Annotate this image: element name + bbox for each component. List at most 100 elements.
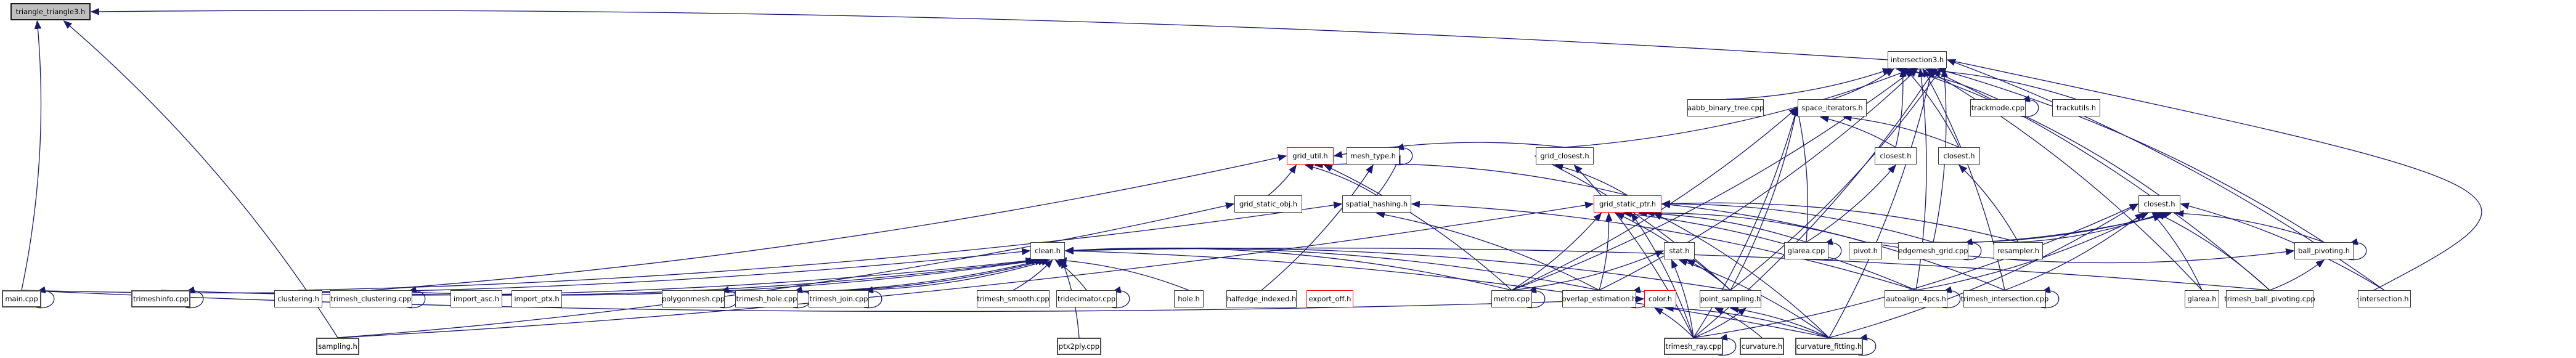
edge bbox=[1832, 68, 1894, 100]
edge bbox=[1925, 68, 2203, 291]
edge bbox=[1564, 68, 1912, 148]
node-trimesh_join[interactable]: trimesh_join.cpp bbox=[809, 290, 869, 307]
edge bbox=[2175, 210, 2325, 243]
node-grid_static_ptr[interactable]: grid_static_ptr.h bbox=[1594, 195, 1661, 213]
node-metro[interactable]: metro.cpp bbox=[1491, 290, 1532, 307]
node-point_sampling[interactable]: point_sampling.h bbox=[1700, 290, 1761, 307]
node-trimesh_smooth[interactable]: trimesh_smooth.cpp bbox=[977, 290, 1050, 307]
edge bbox=[1064, 246, 1512, 291]
node-curvature_fitting[interactable]: curvature_fitting.h bbox=[1795, 338, 1863, 355]
edge bbox=[1806, 164, 1896, 243]
node-ptx2ply[interactable]: ptx2ply.cpp bbox=[1057, 338, 1101, 355]
node-intersection3[interactable]: intersection3.h bbox=[1888, 51, 1947, 68]
edge bbox=[2269, 259, 2325, 291]
node-glarea_cpp[interactable]: glarea.cpp bbox=[1784, 242, 1828, 259]
node-ball_pivoting[interactable]: ball_pivoting.h bbox=[2294, 242, 2354, 259]
node-color[interactable]: color.h bbox=[1644, 290, 1676, 307]
node-autoalign_4pcs[interactable]: autoalign_4pcs.h bbox=[1885, 290, 1947, 307]
node-tridecimator[interactable]: tridecimator.cpp bbox=[1056, 290, 1117, 307]
edge bbox=[1937, 67, 2325, 243]
edge bbox=[1623, 210, 1917, 291]
node-trimesh_ball_pivoting[interactable]: trimesh_ball_pivoting.cpp bbox=[2224, 290, 2315, 307]
node-space_iterators[interactable]: space_iterators.h bbox=[1798, 99, 1867, 116]
edge bbox=[21, 20, 42, 291]
edge bbox=[1511, 212, 1602, 291]
edge bbox=[63, 20, 338, 338]
node-trackmode[interactable]: trackmode.cpp bbox=[1970, 99, 2026, 116]
node-closest_b[interactable]: closest.h bbox=[1938, 147, 1980, 165]
edge bbox=[1828, 203, 2139, 338]
edge bbox=[1915, 68, 1927, 291]
node-stat[interactable]: stat.h bbox=[1664, 242, 1695, 259]
edge bbox=[1394, 143, 1413, 166]
edge bbox=[863, 286, 882, 309]
node-glarea_h[interactable]: glarea.h bbox=[2185, 290, 2219, 307]
node-import_ptx[interactable]: import_ptx.h bbox=[512, 290, 562, 307]
edge bbox=[1857, 333, 1877, 356]
edge bbox=[1725, 68, 1892, 100]
node-resampler[interactable]: resampler.h bbox=[1994, 242, 2043, 259]
node-curvature[interactable]: curvature.h bbox=[1740, 338, 1784, 355]
node-closest_a[interactable]: closest.h bbox=[1875, 147, 1917, 165]
node-polygonmesh[interactable]: polygonmesh.cpp bbox=[662, 290, 725, 307]
edge bbox=[1730, 68, 1942, 291]
edge bbox=[1411, 200, 1917, 291]
node-grid_util[interactable]: grid_util.h bbox=[1287, 147, 1334, 165]
edge bbox=[1686, 259, 1731, 291]
node-halfedge_indexed[interactable]: halfedge_indexed.h bbox=[1226, 290, 1297, 307]
node-export_off[interactable]: export_off.h bbox=[1306, 290, 1353, 307]
node-closest_c[interactable]: closest.h bbox=[2138, 195, 2180, 213]
node-edgemesh_grid[interactable]: edgemesh_grid.cpp bbox=[1898, 242, 1968, 259]
edge bbox=[90, 8, 1888, 60]
edge bbox=[1928, 68, 2270, 291]
node-grid_closest[interactable]: grid_closest.h bbox=[1536, 147, 1594, 165]
edge bbox=[1795, 107, 1809, 243]
edge bbox=[21, 290, 1645, 312]
node-pivot[interactable]: pivot.h bbox=[1849, 242, 1882, 259]
node-clean[interactable]: clean.h bbox=[1030, 242, 1065, 259]
node-sampling[interactable]: sampling.h bbox=[316, 338, 359, 355]
edge bbox=[766, 258, 1047, 291]
edge bbox=[2020, 95, 2039, 118]
node-main[interactable]: main.cpp bbox=[2, 290, 41, 307]
edge bbox=[1904, 68, 1960, 148]
node-trackutils[interactable]: trackutils.h bbox=[2052, 99, 2100, 116]
edge bbox=[1645, 210, 1866, 243]
node-grid_static_obj[interactable]: grid_static_obj.h bbox=[1234, 195, 1302, 213]
edge bbox=[1661, 200, 2019, 243]
edge bbox=[1714, 307, 1763, 338]
edge bbox=[2040, 286, 2060, 309]
node-overlap_estimation[interactable]: overlap_estimation.h bbox=[1562, 290, 1636, 307]
edge bbox=[1730, 107, 1800, 291]
edge bbox=[1323, 165, 1512, 291]
node-trimesh_hole[interactable]: trimesh_hole.cpp bbox=[735, 290, 798, 307]
edge bbox=[337, 202, 1235, 338]
node-spatial_hashing[interactable]: spatial_hashing.h bbox=[1342, 195, 1411, 213]
node-trimesh_ray[interactable]: trimesh_ray.cpp bbox=[1664, 338, 1723, 355]
edge bbox=[2348, 238, 2367, 261]
edge bbox=[1958, 165, 2019, 243]
edge bbox=[1718, 333, 1737, 356]
edge bbox=[2180, 202, 2385, 291]
node-clustering[interactable]: clustering.h bbox=[274, 290, 322, 307]
edge bbox=[1895, 68, 1907, 148]
edge bbox=[1653, 213, 1830, 338]
node-import_asc[interactable]: import_asc.h bbox=[450, 290, 502, 307]
node-intersection_h[interactable]: intersection.h bbox=[2358, 290, 2411, 307]
edge bbox=[1305, 163, 1377, 196]
node-trimesh_clustering[interactable]: trimesh_clustering.cpp bbox=[330, 290, 412, 307]
node-hole[interactable]: hole.h bbox=[1174, 290, 1204, 307]
edge bbox=[1942, 286, 1961, 309]
node-trimesh_intersection[interactable]: trimesh_intersection.cpp bbox=[1961, 290, 2048, 307]
edge bbox=[1963, 238, 1982, 261]
edge bbox=[1111, 286, 1130, 309]
node-triangle_triangle3[interactable]: triangle_triangle3.h bbox=[10, 3, 91, 20]
edge bbox=[337, 201, 1594, 338]
edge bbox=[1554, 163, 1628, 196]
edge bbox=[185, 286, 204, 309]
edge bbox=[1665, 304, 1830, 338]
node-trimeshinfo[interactable]: trimeshinfo.cpp bbox=[131, 290, 190, 307]
node-aabb_binary_tree[interactable]: aabb_binary_tree.cpp bbox=[1687, 99, 1764, 116]
edge bbox=[1823, 238, 1842, 261]
node-mesh_type[interactable]: mesh_type.h bbox=[1347, 147, 1400, 165]
